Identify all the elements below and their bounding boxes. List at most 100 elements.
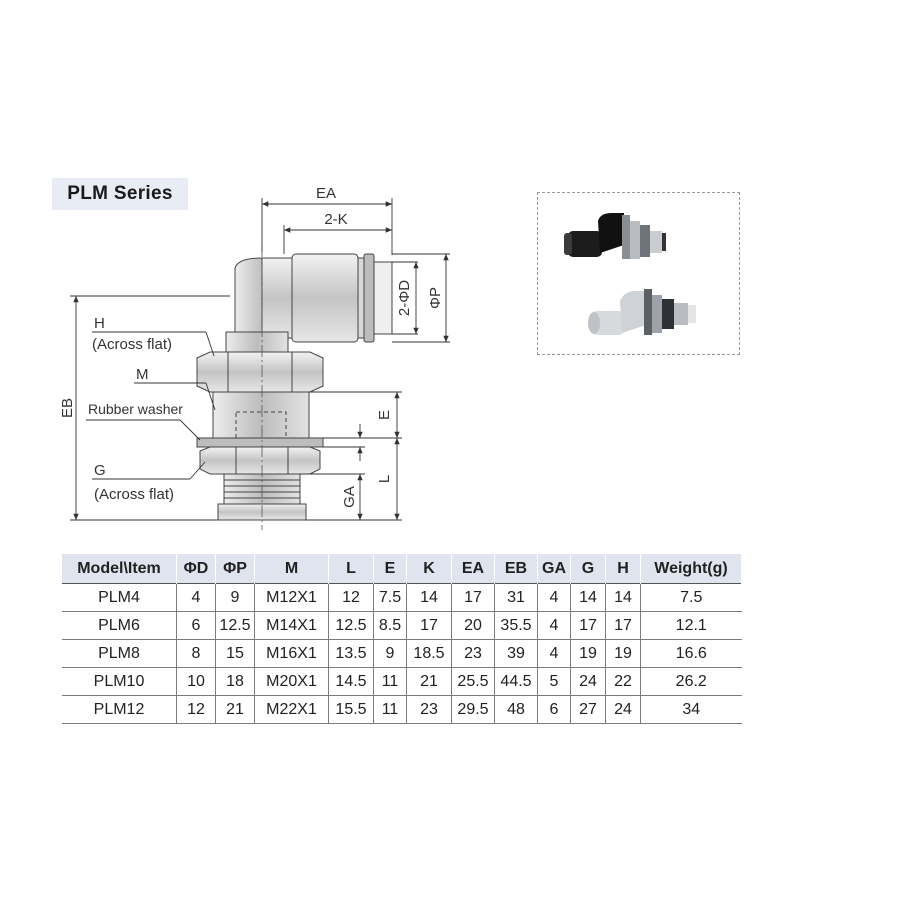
- cell-ea: 29.5: [451, 695, 495, 724]
- cell-eb: 31: [494, 583, 538, 612]
- product-photo: [537, 192, 740, 355]
- cell-phi-d: 12: [176, 695, 216, 724]
- black-elbow-fitting-icon: [564, 213, 666, 259]
- cell-h: 22: [605, 667, 641, 696]
- cell-phi-p: 18: [215, 667, 255, 696]
- header-ea: EA: [451, 554, 495, 584]
- rubber-washer-label: Rubber washer: [88, 401, 183, 417]
- cell-k: 21: [406, 667, 452, 696]
- header-g: G: [570, 554, 606, 584]
- upper-hex-nut: [196, 351, 324, 393]
- cell-ga: 4: [537, 611, 571, 640]
- header-model: Model\Item: [62, 554, 177, 584]
- cell-phi-p: 21: [215, 695, 255, 724]
- cell-ea: 17: [451, 583, 495, 612]
- cell-m: M20X1: [254, 667, 329, 696]
- cell-h: 14: [605, 583, 641, 612]
- cell-eb: 35.5: [494, 611, 538, 640]
- cell-g: 27: [570, 695, 606, 724]
- cell-e: 8.5: [373, 611, 407, 640]
- table-row: PLM12 12 21 M22X1 15.5 11 23 29.5 48 6 2…: [62, 695, 742, 724]
- cell-l: 13.5: [328, 639, 374, 668]
- dim-eb: [70, 295, 230, 521]
- cell-h: 24: [605, 695, 641, 724]
- cell-phi-d: 4: [176, 583, 216, 612]
- spec-table: Model\Item ΦD ΦP M L E K EA EB GA G H We…: [62, 554, 742, 724]
- cell-e: 11: [373, 695, 407, 724]
- cell-phi-p: 9: [215, 583, 255, 612]
- table-row: PLM6 6 12.5 M14X1 12.5 8.5 17 20 35.5 4 …: [62, 611, 742, 640]
- cell-ea: 25.5: [451, 667, 495, 696]
- ea-label: EA: [316, 185, 336, 202]
- e-label: E: [376, 410, 393, 420]
- cell-m: M22X1: [254, 695, 329, 724]
- cell-ga: 4: [537, 639, 571, 668]
- cell-weight: 12.1: [640, 611, 742, 640]
- cell-g: 17: [570, 611, 606, 640]
- cell-ga: 4: [537, 583, 571, 612]
- cell-g: 24: [570, 667, 606, 696]
- cell-ga: 6: [537, 695, 571, 724]
- cell-phi-d: 10: [176, 667, 216, 696]
- cell-model: PLM12: [62, 695, 177, 724]
- cell-phi-p: 12.5: [215, 611, 255, 640]
- header-e: E: [373, 554, 407, 584]
- cell-model: PLM10: [62, 667, 177, 696]
- cell-e: 11: [373, 667, 407, 696]
- cell-ea: 23: [451, 639, 495, 668]
- h-label: H: [94, 315, 105, 332]
- cell-phi-p: 15: [215, 639, 255, 668]
- cell-l: 14.5: [328, 667, 374, 696]
- cell-h: 19: [605, 639, 641, 668]
- cell-e: 7.5: [373, 583, 407, 612]
- two-k-label: 2-K: [324, 211, 347, 228]
- cell-m: M14X1: [254, 611, 329, 640]
- two-phi-d-label: 2-ΦD: [396, 280, 413, 316]
- cell-k: 14: [406, 583, 452, 612]
- header-h: H: [605, 554, 641, 584]
- cell-ea: 20: [451, 611, 495, 640]
- ga-label: GA: [341, 486, 358, 508]
- cell-model: PLM6: [62, 611, 177, 640]
- cell-m: M12X1: [254, 583, 329, 612]
- cell-e: 9: [373, 639, 407, 668]
- header-ga: GA: [537, 554, 571, 584]
- cell-l: 15.5: [328, 695, 374, 724]
- g-label: G: [94, 462, 106, 479]
- series-title: PLM Series: [52, 178, 188, 210]
- cell-eb: 48: [494, 695, 538, 724]
- header-k: K: [406, 554, 452, 584]
- table-row: PLM8 8 15 M16X1 13.5 9 18.5 23 39 4 19 1…: [62, 639, 742, 668]
- cell-m: M16X1: [254, 639, 329, 668]
- eb-label: EB: [59, 398, 76, 418]
- cell-g: 14: [570, 583, 606, 612]
- cell-phi-d: 6: [176, 611, 216, 640]
- g-note: (Across flat): [94, 486, 174, 503]
- cell-g: 19: [570, 639, 606, 668]
- phi-p-label: ΦP: [427, 287, 444, 309]
- cell-l: 12: [328, 583, 374, 612]
- grey-elbow-fitting-icon: [588, 289, 696, 335]
- callout-lines: [86, 331, 216, 480]
- product-photo-art: [564, 213, 696, 335]
- cell-eb: 44.5: [494, 667, 538, 696]
- dim-phi: [392, 253, 450, 343]
- threaded-body: [212, 391, 310, 439]
- header-l: L: [328, 554, 374, 584]
- cell-k: 17: [406, 611, 452, 640]
- header-phi-p: ΦP: [215, 554, 255, 584]
- dim-ea: [261, 198, 393, 255]
- table-header-row: Model\Item ΦD ΦP M L E K EA EB GA G H We…: [62, 554, 742, 584]
- table-row: PLM4 4 9 M12X1 12 7.5 14 17 31 4 14 14 7…: [62, 583, 742, 612]
- cell-weight: 16.6: [640, 639, 742, 668]
- header-m: M: [254, 554, 329, 584]
- cell-l: 12.5: [328, 611, 374, 640]
- cell-weight: 34: [640, 695, 742, 724]
- elbow-body: [225, 253, 393, 355]
- cell-k: 23: [406, 695, 452, 724]
- cell-model: PLM4: [62, 583, 177, 612]
- header-weight: Weight(g): [640, 554, 742, 584]
- cell-weight: 26.2: [640, 667, 742, 696]
- cell-phi-d: 8: [176, 639, 216, 668]
- technical-drawing: EA 2-K 2-ΦD ΦP EB E GA L: [59, 185, 450, 530]
